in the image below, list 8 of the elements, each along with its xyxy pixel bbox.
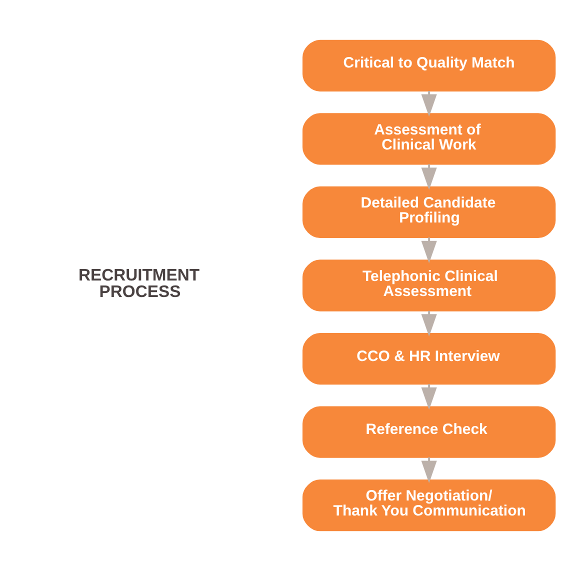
node-box: Offer Negotiation/ Thank You Communication: [302, 479, 556, 531]
node-box: Telephonic Clinical Assessment: [302, 259, 556, 311]
node-box: Critical to Quality Match: [302, 39, 556, 91]
node-box: Detailed Candidate Profiling: [302, 186, 556, 238]
label: RECRUITMENT PROCESS: [78, 265, 200, 301]
node-box: CCO & HR Interview: [302, 332, 556, 384]
node-box: Assessment of Clinical Work: [302, 112, 556, 164]
node-box: Reference Check: [302, 406, 556, 458]
